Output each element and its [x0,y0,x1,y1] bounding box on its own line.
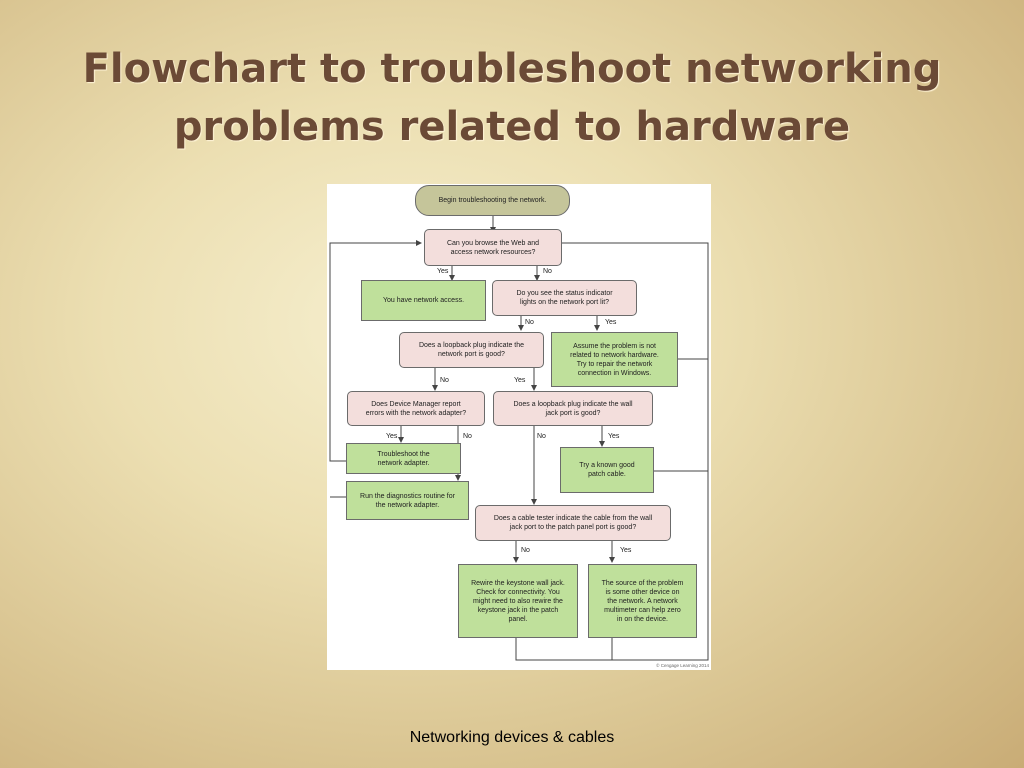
question-status-lights: Do you see the status indicator lights o… [492,280,637,316]
slide-title: Flowchart to troubleshoot networking pro… [0,40,1024,156]
label-no-loopback: No [440,377,449,384]
label-no-browse: No [543,268,552,275]
answer-diagnostics: Run the diagnostics routine for the netw… [346,481,469,520]
answer-not-hardware: Assume the problem is not related to net… [551,332,678,387]
label-no-status: No [525,319,534,326]
slide-title-line-2: problems related to hardware [173,104,851,150]
answer-other-device: The source of the problem is some other … [588,564,697,638]
slide-title-line-1: Flowchart to troubleshoot networking [82,46,942,92]
flowchart-figure: Begin troubleshooting the network. Can y… [327,184,711,670]
question-cable-tester: Does a cable tester indicate the cable f… [475,505,671,541]
answer-troubleshoot-adapter: Troubleshoot the network adapter. [346,443,461,474]
flowchart-connectors [329,216,709,661]
question-loopback-port: Does a loopback plug indicate the networ… [399,332,544,368]
question-browse: Can you browse the Web and access networ… [424,229,562,266]
label-yes-loopback: Yes [514,377,526,384]
label-yes-wall: Yes [608,433,620,440]
label-no-device-manager: No [463,433,472,440]
answer-rewire-keystone: Rewire the keystone wall jack. Check for… [458,564,578,638]
label-no-tester: No [521,547,530,554]
label-yes-status: Yes [605,319,617,326]
connector-loop-right [515,242,709,661]
slide-footer: Networking devices & cables [409,729,615,746]
copyright-credit: © Cengage Learning 2014 [656,663,709,668]
question-device-manager: Does Device Manager report errors with t… [347,391,485,426]
answer-network-access: You have network access. [361,280,486,321]
label-no-wall: No [537,433,546,440]
start-node: Begin troubleshooting the network. [415,185,570,216]
question-loopback-wall: Does a loopback plug indicate the wall j… [493,391,653,426]
label-yes-tester: Yes [620,547,632,554]
connector-loop-left-top [329,240,422,462]
answer-patch-cable: Try a known good patch cable. [560,447,654,493]
label-yes-device-manager: Yes [386,433,398,440]
label-yes-browse: Yes [437,268,449,275]
